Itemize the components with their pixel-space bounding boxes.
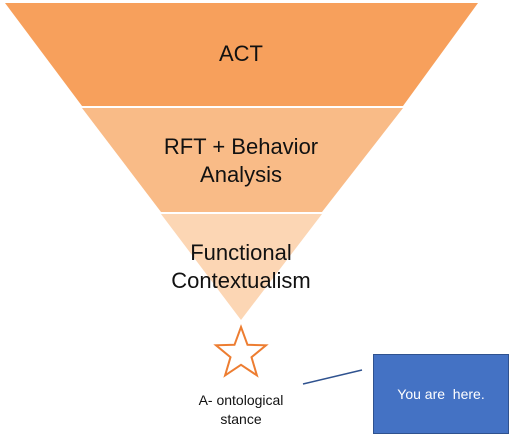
callout-text: You are here.: [397, 386, 485, 402]
you-are-here-callout: You are here.: [373, 354, 509, 434]
funnel-tier-functional-contextualism: [161, 214, 322, 320]
funnel-tier-rft-label-line1: RFT + Behavior: [164, 134, 318, 159]
funnel-tier-fc-label-line1: Functional: [190, 240, 292, 265]
stance-label-line1: A- ontological: [199, 392, 284, 408]
stance-label-line2: stance: [220, 411, 261, 427]
callout-connector-line: [302, 369, 363, 385]
funnel-tier-fc-label-line2: Contextualism: [171, 268, 310, 293]
funnel-tier-rft-label-line2: Analysis: [200, 162, 282, 187]
star-outline-icon: [213, 324, 269, 378]
funnel-tier-rft: [82, 108, 403, 212]
funnel-tier-act-label: ACT: [219, 41, 263, 66]
funnel-tier-act: [5, 3, 478, 106]
